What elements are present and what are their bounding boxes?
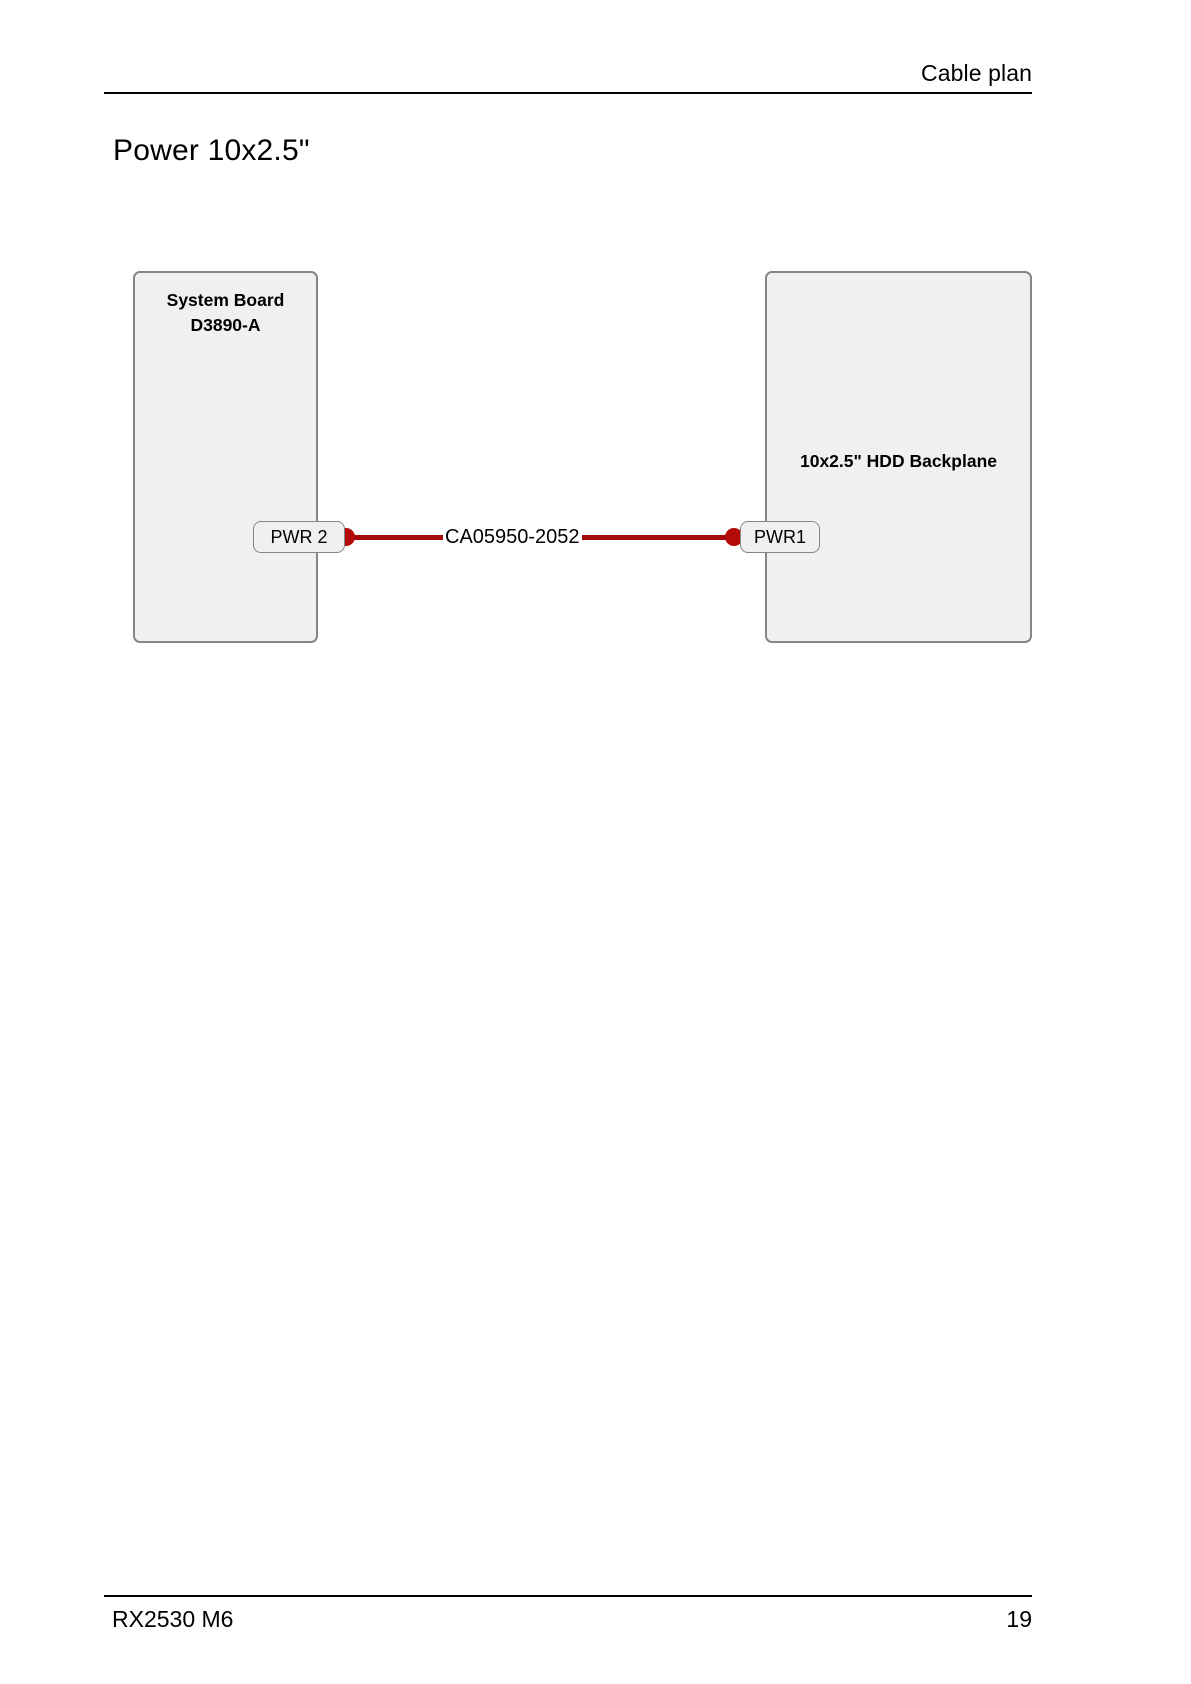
component-system-board: System Board D3890-A [133, 271, 318, 643]
component-hdd-backplane-title: 10x2.5" HDD Backplane [767, 449, 1030, 474]
footer-page-number: 19 [1006, 1606, 1032, 1632]
cable-label: CA05950-2052 [443, 524, 582, 550]
cable-endpoint-right-dot-icon [725, 528, 743, 546]
component-hdd-backplane-title-line1: 10x2.5" HDD Backplane [799, 451, 997, 471]
footer-product-name: RX2530 M6 [112, 1606, 234, 1632]
page-footer: RX2530 M6 19 [104, 1595, 1032, 1641]
connector-pwr2: PWR 2 [253, 521, 345, 553]
component-system-board-title-line1: System Board [166, 290, 285, 310]
connector-pwr1: PWR1 [740, 521, 820, 553]
component-system-board-title: System Board D3890-A [135, 288, 316, 338]
connector-pwr1-label: PWR1 [753, 527, 806, 547]
component-hdd-backplane: 10x2.5" HDD Backplane [765, 271, 1032, 643]
component-system-board-title-line2: D3890-A [190, 315, 261, 335]
header-title: Cable plan [921, 60, 1032, 86]
page-title: Power 10x2.5" [113, 134, 310, 167]
page-header: Cable plan [104, 50, 1032, 94]
connector-pwr2-label: PWR 2 [270, 527, 328, 547]
